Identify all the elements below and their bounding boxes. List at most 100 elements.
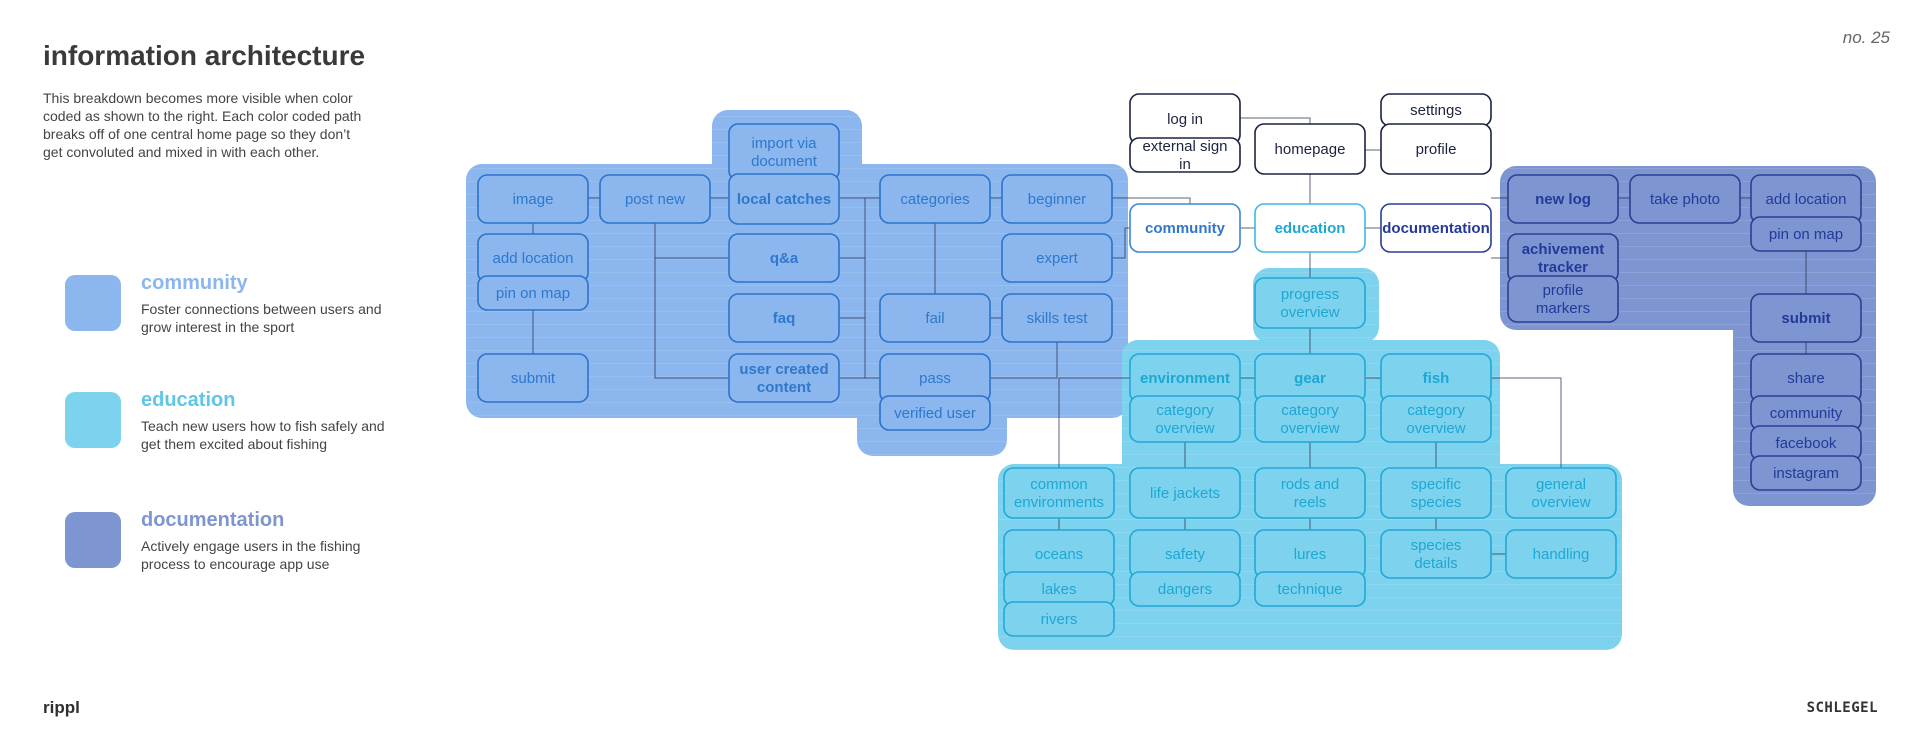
legend-documentation-title: documentation [141, 509, 285, 531]
community-faq-node-box [728, 293, 840, 343]
documentation-new-log-node-label: new log [1535, 191, 1591, 208]
community-image-node-label: image [513, 191, 554, 208]
community-verified-user-node: verified user [879, 395, 991, 431]
fish-category-overview-label: overview [1406, 420, 1465, 437]
community-pass-node-label: pass [919, 370, 951, 387]
core-community-node-label: community [1145, 220, 1226, 237]
documentation-new-log-node-box [1507, 174, 1619, 224]
documentation-community-node-label: community [1770, 405, 1843, 422]
community-user-created-content-node-label: user created [739, 361, 828, 378]
community-user-created-content-node-label: content [757, 379, 811, 396]
core-external-sign-in-node-label: external sign [1142, 138, 1227, 155]
env-category-overview-box [1129, 395, 1241, 443]
community-post-new-node-box [599, 174, 711, 224]
community-beginner-node-box [1001, 174, 1113, 224]
env-category-overview-label: category [1156, 402, 1214, 419]
community-beginner-node-label: beginner [1028, 191, 1086, 208]
education-lures-node: lures [1254, 529, 1366, 579]
gear-category-overview-box [1254, 395, 1366, 443]
legend-education: education Teach new users how to fish sa… [65, 389, 395, 452]
education-handling-node: handling [1505, 529, 1617, 579]
community-local-catches-node-box [728, 173, 840, 225]
documentation-add-location-node-label: add location [1766, 191, 1847, 208]
core-community-node-box [1129, 203, 1241, 253]
page-title: information architecture [43, 40, 366, 71]
education-fish-node-label: fish [1423, 370, 1450, 387]
documentation-instagram-node-label: instagram [1773, 465, 1839, 482]
core-education-node-label: education [1275, 220, 1346, 237]
gear-category-overview-label: overview [1280, 420, 1339, 437]
education-rods-and-reels-node-label: reels [1294, 494, 1327, 511]
community-categories-node-box [879, 174, 991, 224]
education-general-overview-node-label: general [1536, 476, 1586, 493]
community-skills-test-node: skills test [1001, 293, 1113, 343]
education-rods-and-reels-node-box [1254, 467, 1366, 519]
documentation-take-photo-node: take photo [1629, 174, 1741, 224]
education-safety-node: safety [1129, 529, 1241, 579]
education-environment-node-label: environment [1140, 370, 1230, 387]
core-profile-node: profile [1380, 123, 1492, 175]
education-technique-node: technique [1254, 571, 1366, 607]
documentation-new-log-node: new log [1507, 174, 1619, 224]
education-common-environments-node-box [1003, 467, 1115, 519]
education-rivers-node-label: rivers [1041, 611, 1078, 628]
documentation-share-node: share [1750, 353, 1862, 403]
documentation-achievement-tracker-node-label: tracker [1538, 259, 1588, 276]
community-local-catches-node-label: local catches [737, 191, 831, 208]
education-dangers-node-box [1129, 571, 1241, 607]
legend-education-description: Teach new users how to fish safely and g… [141, 418, 385, 452]
connector-line [1058, 377, 1130, 468]
community-add-location-node: add location [477, 233, 589, 283]
gear-category-overview-label: category [1281, 402, 1339, 419]
education-rivers-node-box [1003, 601, 1115, 637]
education-handling-node-label: handling [1533, 546, 1590, 563]
core-education-node: education [1254, 203, 1366, 253]
community-expert-node-label: expert [1036, 250, 1079, 267]
fish-category-overview-box [1380, 395, 1492, 443]
community-skills-test-node-label: skills test [1027, 310, 1089, 327]
education-specific-species-node-label: species [1411, 494, 1462, 511]
education-technique-node-label: technique [1277, 581, 1342, 598]
community-image-node-box [477, 174, 589, 224]
documentation-pin-on-map-node-box [1750, 216, 1862, 252]
education-fish-node: fish [1380, 353, 1492, 403]
core-profile-node-label: profile [1416, 141, 1457, 158]
education-life-jackets-node-box [1129, 467, 1241, 519]
legend-community-description: Foster connections between users and gro… [141, 301, 382, 335]
core-profile-node-box [1380, 123, 1492, 175]
documentation-instagram-node-box [1750, 455, 1862, 491]
core-community-node: community [1129, 203, 1241, 253]
community-user-created-content-node-box [728, 353, 840, 403]
documentation-profile-markers-node-label: profile [1543, 282, 1584, 299]
connector-line [1112, 227, 1130, 259]
connector-line [1240, 117, 1311, 124]
community-local-catches-node: local catches [728, 173, 840, 225]
documentation-profile-markers-node-label: markers [1536, 300, 1590, 317]
education-life-jackets-node: life jackets [1129, 467, 1241, 519]
legend-education-title: education [141, 389, 236, 411]
education-general-overview-node-box [1505, 467, 1617, 519]
community-pass-node: pass [879, 353, 991, 403]
core-documentation-node-box [1380, 203, 1492, 253]
documentation-share-node-label: share [1787, 370, 1825, 387]
education-lakes-node: lakes [1003, 571, 1115, 607]
documentation-achievement-tracker-node-label: achivement [1522, 241, 1605, 258]
community-fail-node-box [879, 293, 991, 343]
education-species-details-node-box [1380, 529, 1492, 579]
community-swatch [65, 275, 121, 331]
community-image-node: image [477, 174, 589, 224]
legend-documentation-description: Actively engage users in the fishing pro… [141, 538, 361, 572]
community-faq-node-label: faq [773, 310, 796, 327]
community-post-new-node: post new [599, 174, 711, 224]
core-external-sign-in-node-label: in [1179, 156, 1191, 173]
education-species-details-node-label: details [1414, 555, 1457, 572]
